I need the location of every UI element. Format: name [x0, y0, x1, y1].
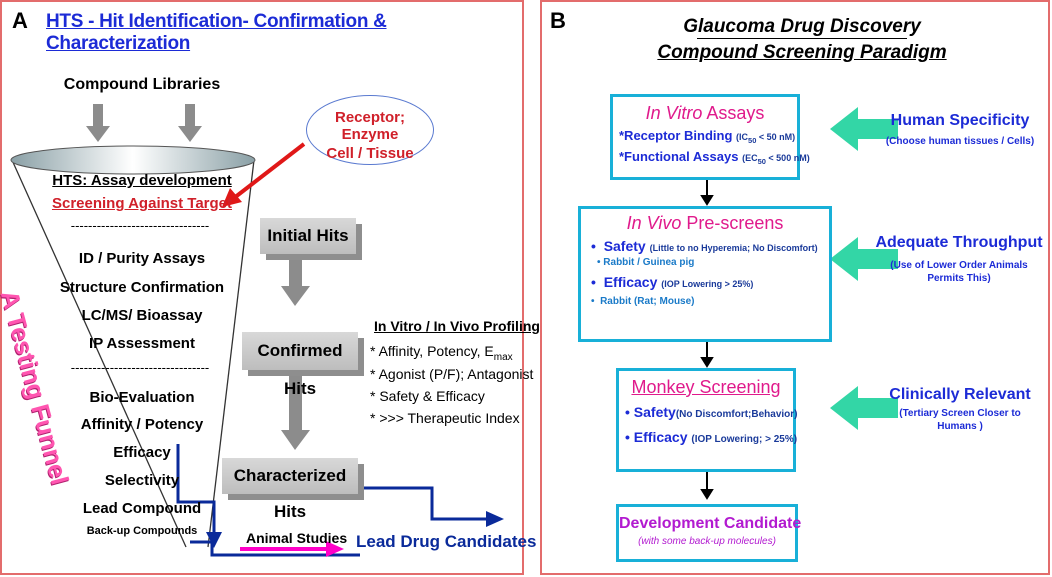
profiling-line1-text: * Affinity, Potency, E: [370, 343, 494, 359]
funnel-top-ellipse: [10, 145, 256, 175]
monkey-safety-line: • Safety(No Discomfort;Behavior): [625, 404, 798, 420]
structure-confirmation: Structure Confirmation: [59, 279, 225, 296]
panel-a: A HTS - Hit Identification- Confirmation…: [0, 0, 540, 575]
side-label-throughput: Adequate Throughput (Use of Lower Order …: [870, 234, 1048, 284]
profiling-title: In Vitro / In Vivo Profiling: [374, 318, 540, 334]
in-vivo-safety-line: • Safety (Little to no Hyperemia; No Dis…: [591, 238, 818, 254]
in-vivo-heading: In Vivo Pre-screens: [581, 213, 829, 234]
panel-a-graphics: [10, 104, 504, 557]
candidate-box: Development Candidate (with some back-up…: [616, 504, 802, 562]
receptor-line1: Receptor; Enzyme: [334, 109, 405, 143]
in-vivo-efficacy: Efficacy: [603, 274, 658, 290]
in-vivo-safety-species: Rabbit / Guinea pig: [603, 257, 695, 268]
monkey-efficacy-line: • Efficacy (IOP Lowering; > 25%): [625, 429, 798, 445]
backup-compounds: Back-up Compounds: [86, 525, 198, 537]
bio-evaluation: Bio-Evaluation: [89, 389, 195, 406]
in-vivo-safety: Safety: [603, 238, 646, 254]
in-vivo-box: In Vivo Pre-screens • Safety (Little to …: [578, 206, 832, 342]
in-vivo-efficacy-species: Rabbit (Rat; Mouse): [600, 296, 695, 307]
initial-hits-box: Initial Hits: [260, 218, 356, 254]
receptor-binding-note: (IC50 < 50 nM): [736, 132, 796, 145]
in-vivo-efficacy-species-line: • Rabbit (Rat; Mouse): [591, 296, 695, 307]
panel-b: B Glaucoma Drug Discovery Compound Scree…: [540, 0, 1050, 575]
receptor-line2: Cell / Tissue: [326, 145, 414, 162]
profiling-line2: * Agonist (P/F); Antagonist: [370, 366, 534, 382]
receptor-binding-line: *Receptor Binding (IC50 < 50 nM): [619, 128, 797, 145]
title-underline-1: [697, 38, 907, 39]
lead-compound: Lead Compound: [82, 500, 202, 517]
side-line2-2: Humans ): [937, 421, 983, 432]
in-vitro-box: In Vitro Assays *Receptor Binding (IC50 …: [610, 94, 810, 180]
panel-a-title: HTS - Hit Identification- Confirmation &…: [46, 11, 387, 54]
functional-assays-note: (EC50 < 500 nM): [742, 152, 810, 166]
in-vivo-safety-note: (Little to no Hyperemia; No Discomfort): [649, 243, 818, 253]
profiling-line1: * Affinity, Potency, Emax: [370, 343, 513, 363]
side-title-0: Human Specificity: [890, 112, 1030, 129]
emax-sub: max: [493, 351, 513, 363]
side-line1-0: (Choose human tissues / Cells): [885, 136, 1035, 147]
affinity-potency: Affinity / Potency: [80, 416, 204, 433]
selectivity: Selectivity: [104, 472, 180, 489]
candidate-heading: Development Candidate: [619, 515, 802, 532]
funnel-right-edge: [207, 159, 255, 548]
in-vivo-efficacy-line: • Efficacy (IOP Lowering > 25%): [591, 274, 754, 290]
lcms-bioassay: LC/MS/ Bioassay: [81, 307, 203, 324]
efficacy: Efficacy: [113, 444, 171, 461]
in-vitro-heading: In Vitro Assays: [613, 103, 797, 124]
side-label-clinical: Clinically Relevant (Tertiary Screen Clo…: [872, 386, 1048, 432]
panel-b-arrows: [700, 107, 898, 500]
side-title-2: Clinically Relevant: [889, 386, 1031, 403]
side-title-1: Adequate Throughput: [875, 234, 1043, 251]
monkey-safety-note: (No Discomfort;Behavior): [675, 409, 798, 420]
id-purity-assays: ID / Purity Assays: [78, 250, 206, 267]
assay-development: HTS: Assay development: [52, 172, 232, 189]
green-arrows: [830, 107, 898, 430]
monkey-box: Monkey Screening • Safety(No Discomfort;…: [616, 368, 798, 472]
side-line1-1: (Use of Lower Order Animals: [890, 260, 1028, 271]
compound-libraries-label: Compound Libraries: [63, 76, 221, 93]
functional-assays-line: *Functional Assays (EC50 < 500 nM): [619, 148, 810, 166]
profiling-line3: * Safety & Efficacy: [370, 388, 485, 404]
in-vivo-efficacy-note: (IOP Lowering > 25%): [661, 279, 754, 289]
monkey-efficacy: Efficacy: [633, 429, 688, 445]
side-line1-2: (Tertiary Screen Closer to: [899, 408, 1021, 419]
in-vivo-safety-species-line: • Rabbit / Guinea pig: [597, 257, 695, 268]
characterized-hits-box: Characterized Hits: [222, 458, 358, 521]
panel-a-label: A: [12, 8, 28, 33]
monkey-heading: Monkey Screening: [631, 377, 781, 397]
confirmed-hits-box: Confirmed Hits: [242, 332, 358, 398]
in-vitro-heading-rest: Assays: [702, 103, 765, 123]
side-label-human: Human Specificity (Choose human tissues …: [872, 112, 1048, 147]
receptor-bubble: Receptor; Enzyme Cell / Tissue: [306, 95, 434, 165]
screening-against-target: Screening Against Target: [51, 195, 233, 212]
panel-b-title-1: Glaucoma Drug Discovery: [683, 16, 921, 37]
receptor-arrow: [232, 142, 306, 200]
functional-assays: *Functional Assays: [619, 148, 739, 164]
in-vitro-heading-italic: In Vitro: [645, 103, 703, 123]
candidate-note: (with some back-up molecules): [638, 536, 776, 547]
funnel-left-edge: [11, 159, 187, 548]
divider-1: --------------------------------: [70, 218, 210, 233]
in-vivo-heading-italic: In Vivo: [626, 213, 682, 233]
profiling-line4: * >>> Therapeutic Index: [370, 410, 520, 426]
library-arrows: [86, 104, 202, 142]
side-line2-1: Permits This): [927, 273, 991, 284]
lead-drug-candidates-label: Lead Drug Candidates: [356, 532, 537, 551]
receptor-binding: *Receptor Binding: [619, 128, 733, 143]
panel-b-label: B: [550, 8, 566, 33]
animal-studies-label: Animal Studies: [246, 530, 348, 546]
in-vivo-heading-rest: Pre-screens: [681, 213, 784, 233]
monkey-efficacy-note: (IOP Lowering; > 25%): [691, 434, 798, 445]
hit-arrows: [281, 258, 310, 450]
panel-b-title-2: Compound Screening Paradigm: [657, 42, 947, 63]
ip-assessment: IP Assessment: [89, 335, 195, 352]
monkey-safety: Safety: [633, 404, 676, 420]
divider-2: --------------------------------: [70, 360, 210, 375]
